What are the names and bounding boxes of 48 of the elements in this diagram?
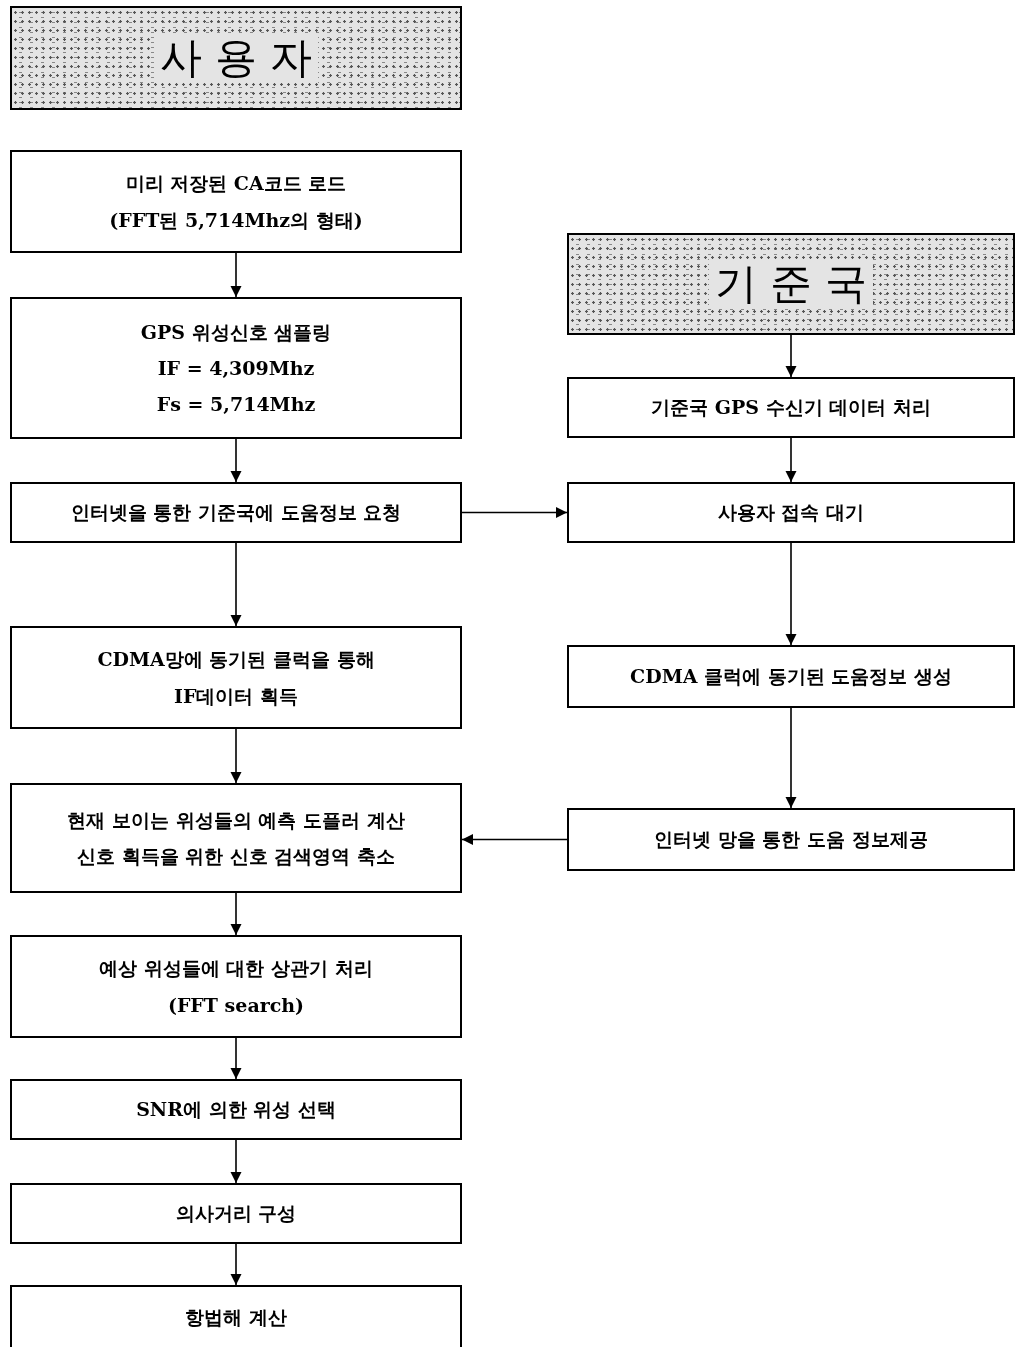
arrow <box>785 437 797 483</box>
arrow <box>230 438 242 483</box>
step-text: 항법해 계산 <box>185 1304 287 1330</box>
process-box <box>567 377 1015 438</box>
process-box <box>10 935 462 1038</box>
arrow <box>230 542 242 627</box>
step-text: Fs = 5,714Mhz <box>156 392 316 418</box>
process-box <box>10 1285 462 1347</box>
arrow <box>461 506 568 519</box>
process-box <box>10 783 462 893</box>
arrow <box>230 1243 242 1286</box>
step-text: 미리 저장된 CA코드 로드 <box>125 171 347 197</box>
arrow <box>230 1037 242 1080</box>
arrow <box>785 542 797 646</box>
process-box <box>567 645 1015 708</box>
process-box <box>10 626 462 729</box>
header-box <box>567 233 1015 335</box>
step-text: 인터넷을 통한 기준국에 도움정보 요청 <box>70 500 402 526</box>
step-text: SNR에 의한 위성 선택 <box>136 1097 336 1123</box>
arrow <box>230 1139 242 1184</box>
process-box <box>10 482 462 543</box>
step-text: IF데이터 획득 <box>174 683 298 709</box>
arrow <box>230 252 242 298</box>
step-text: GPS 위성신호 샘플링 <box>140 319 332 345</box>
step-text: IF = 4,309Mhz <box>157 355 315 381</box>
process-box <box>10 1183 462 1244</box>
step-text: 인터넷 망을 통한 도움 정보제공 <box>654 827 928 853</box>
step-text: CDMA망에 동기된 클럭을 통해 <box>97 647 375 673</box>
process-box <box>10 297 462 439</box>
process-box <box>567 482 1015 543</box>
arrow <box>230 728 242 784</box>
step-text: 의사거리 구성 <box>175 1201 297 1227</box>
process-box <box>10 1079 462 1140</box>
process-box <box>10 150 462 253</box>
step-text: 예상 위성들에 대한 상관기 처리 <box>99 956 373 982</box>
step-text: 신호 획득을 위한 신호 검색영역 축소 <box>76 844 396 869</box>
arrow <box>785 334 797 378</box>
step-text: (FFT된 5,714Mhz의 형태) <box>109 207 363 233</box>
arrow <box>230 892 242 936</box>
step-text: CDMA 클럭에 동기된 도움정보 생성 <box>630 664 952 690</box>
arrow <box>785 707 797 809</box>
step-text: (FFT search) <box>167 992 305 1018</box>
step-text: 현재 보이는 위성들의 예측 도플러 계산 <box>67 807 405 833</box>
header-box <box>10 6 462 110</box>
step-text: 사용자 접속 대기 <box>717 500 865 526</box>
arrow <box>461 833 568 846</box>
process-box <box>567 808 1015 871</box>
step-text: 기준국 GPS 수신기 데이터 처리 <box>651 395 931 421</box>
